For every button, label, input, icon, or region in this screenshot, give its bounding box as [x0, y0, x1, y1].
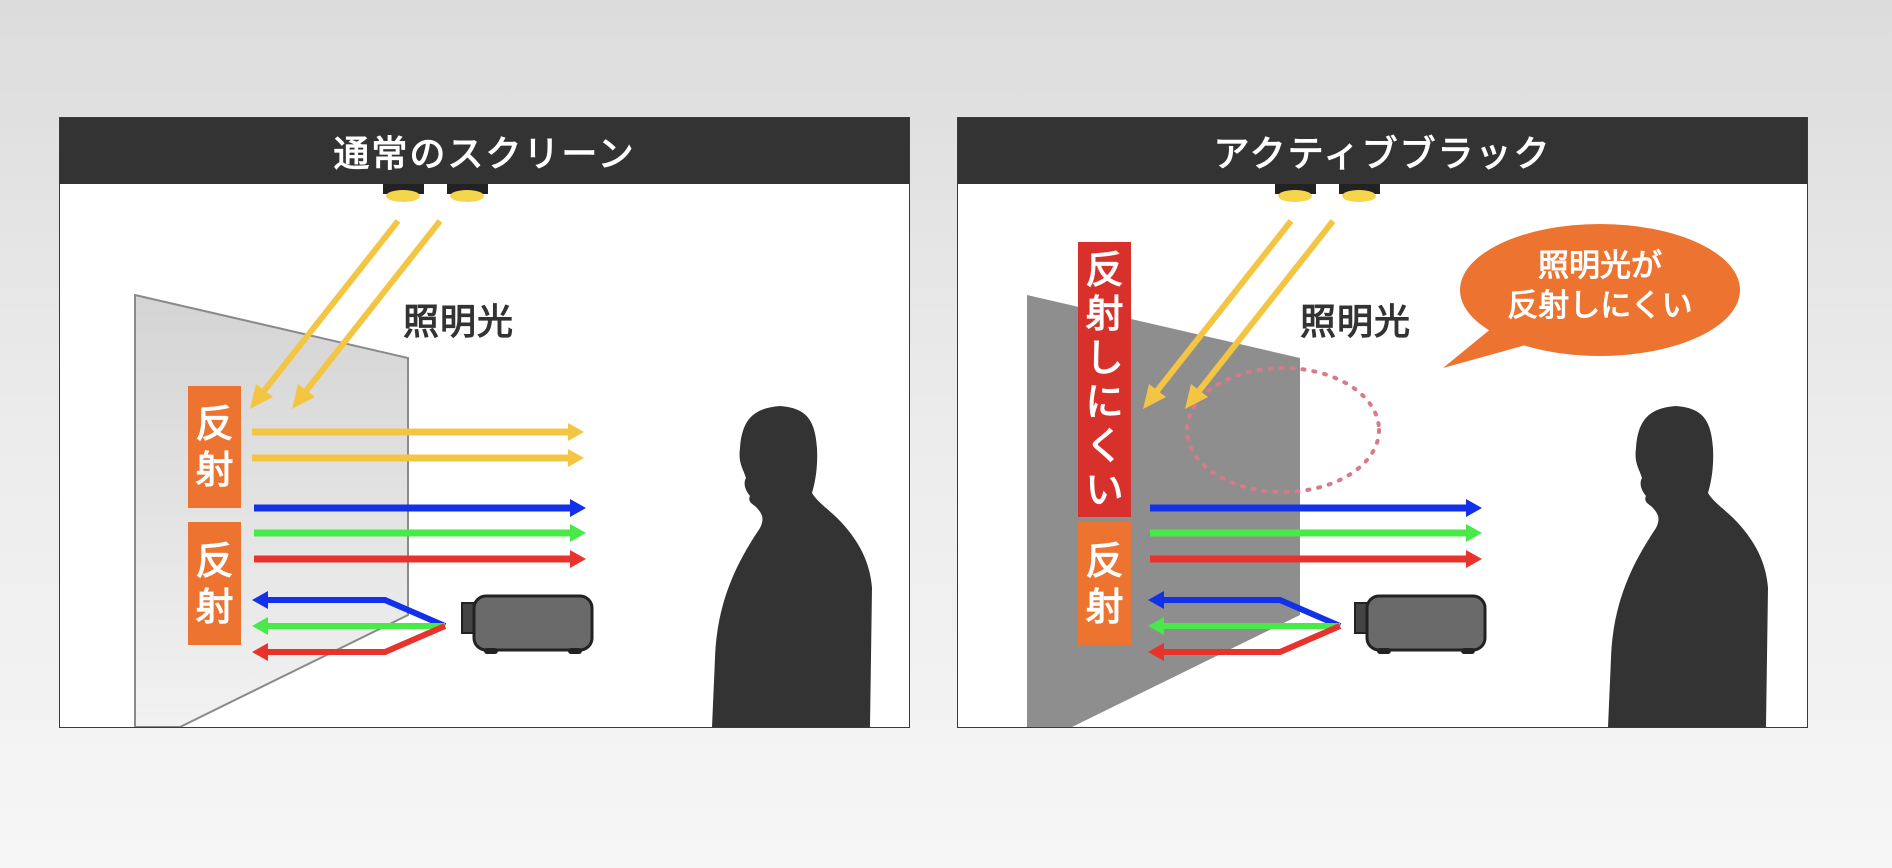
person-silhouette-icon [1608, 406, 1768, 727]
hard-to-reflect-label: 反射しにくい [1078, 242, 1131, 517]
light-label: 照明光 [403, 302, 515, 343]
speech-bubble-icon [1443, 224, 1740, 368]
incoming-light-arrows [250, 219, 443, 409]
panel-title: アクティブブラック [958, 118, 1807, 184]
speech-bubble-text: 照明光が 反射しにくい [1507, 248, 1693, 324]
reduced-reflection-ellipse [1185, 366, 1381, 494]
reflect-label: 反射 [188, 386, 241, 508]
ceiling-light-icon [1275, 183, 1380, 202]
projector-beams [252, 591, 447, 661]
projected-rgb-arrows [1150, 499, 1482, 568]
incoming-light-arrows [1143, 219, 1336, 409]
reflect-label: 反射 [1078, 522, 1131, 645]
panel-title: 通常のスクリーン [60, 118, 909, 184]
active-black-panel: アクティブブラック 照明光 照明光が 反射しにくい 反射しにくい 反射 [958, 118, 1807, 727]
projected-rgb-arrows [254, 499, 586, 568]
projector-beams [1148, 591, 1342, 661]
person-silhouette-icon [712, 406, 872, 727]
ceiling-light-icon [383, 183, 488, 202]
projector-icon [461, 594, 594, 654]
light-label: 照明光 [1300, 302, 1412, 343]
reflect-label: 反射 [188, 522, 241, 645]
projector-icon [1354, 594, 1487, 654]
normal-screen-panel: 通常のスクリーン 照明光 反射 反射 [60, 118, 909, 727]
reflected-light-arrows [252, 423, 584, 467]
